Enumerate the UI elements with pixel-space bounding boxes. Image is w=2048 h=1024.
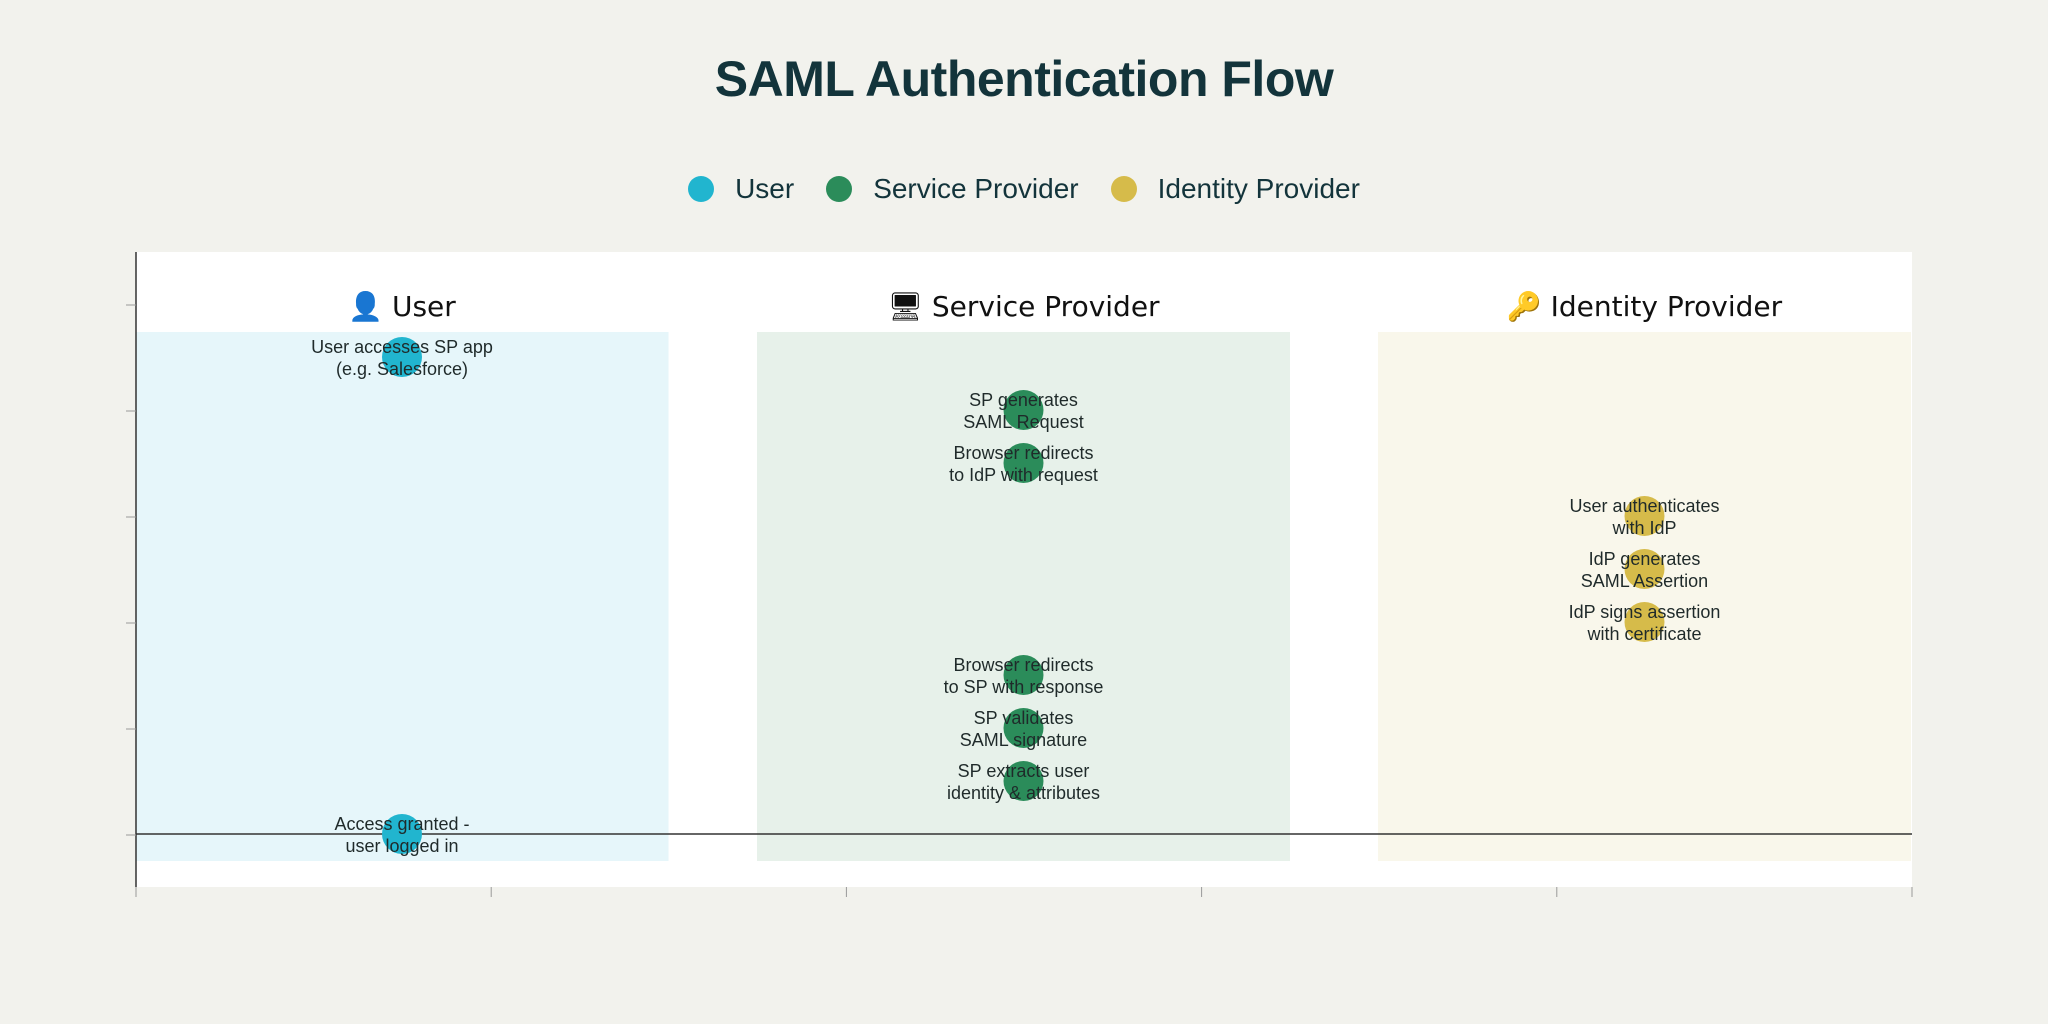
legend-item[interactable]: Identity Provider: [1110, 173, 1360, 205]
step-label: SP generates: [969, 390, 1078, 410]
flow-step: User accesses SP app(e.g. Salesforce): [311, 337, 493, 379]
step-label: Browser redirects: [953, 443, 1093, 463]
step-marker: [1624, 549, 1665, 589]
lane-title-text: Identity Provider: [1551, 290, 1783, 323]
user-icon: 👤: [348, 290, 392, 323]
step-marker: [382, 814, 422, 854]
step-label: to IdP with request: [949, 465, 1098, 485]
step-marker: [382, 337, 422, 377]
step-label: IdP generates: [1589, 549, 1701, 569]
step-label: with certificate: [1586, 624, 1701, 644]
step-label: SAML Request: [963, 412, 1083, 432]
step-label: (e.g. Salesforce): [336, 359, 468, 379]
legend-marker: [1110, 176, 1137, 202]
lane-title-text: User: [392, 290, 456, 323]
step-label: SP validates: [974, 708, 1074, 728]
step-label: Browser redirects: [953, 655, 1093, 675]
step-marker: [1003, 761, 1044, 801]
step-label: SAML signature: [960, 730, 1087, 750]
step-marker: [1624, 496, 1665, 536]
step-label: User authenticates: [1569, 496, 1719, 516]
step-label: SP extracts user: [958, 761, 1090, 781]
step-label: IdP signs assertion: [1569, 602, 1721, 622]
legend-item[interactable]: Service Provider: [826, 173, 1079, 205]
step-label: User accesses SP app: [311, 337, 493, 357]
legend: User Service Provider Identity Provider: [0, 173, 2048, 205]
step-marker: [1624, 602, 1665, 642]
legend-label: Service Provider: [873, 173, 1079, 204]
server-icon: 🖥: [887, 290, 931, 323]
step-label: SAML Assertion: [1581, 571, 1708, 591]
step-label: to SP with response: [944, 677, 1104, 697]
legend-marker: [688, 176, 715, 202]
step-label: Access granted -: [334, 814, 469, 834]
lane-title: 👤 User: [348, 290, 456, 323]
step-marker: [1003, 655, 1044, 695]
legend-item[interactable]: User: [688, 173, 794, 205]
step-label: with IdP: [1611, 518, 1676, 538]
lane-title: 🖥 Service Provider: [887, 290, 1160, 323]
diagram-title: SAML Authentication Flow: [714, 51, 1334, 107]
step-marker: [1003, 390, 1044, 430]
lane-title-text: Service Provider: [932, 290, 1160, 323]
step-marker: [1003, 708, 1044, 748]
lane-band: [1378, 332, 1911, 861]
lane-title: 🔑 Identity Provider: [1507, 289, 1783, 323]
step-label: identity & attributes: [947, 783, 1100, 803]
step-label: user logged in: [345, 836, 458, 856]
lane-band: [135, 332, 669, 861]
legend-label: User: [735, 173, 795, 204]
legend-marker: [826, 176, 853, 202]
flow-step: Access granted -user logged in: [334, 814, 470, 856]
legend-label: Identity Provider: [1157, 173, 1360, 204]
key-icon: 🔑: [1507, 289, 1551, 323]
step-marker: [1003, 443, 1044, 483]
